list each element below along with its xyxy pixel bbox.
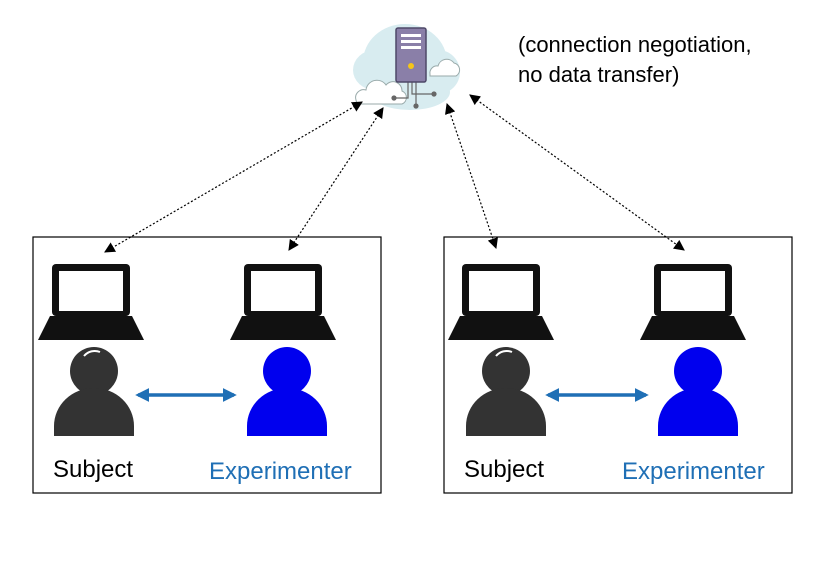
group-box-1 (32, 236, 382, 494)
experimenter-label-1: Experimenter (209, 458, 352, 485)
server-note-line1: (connection negotiation, (518, 32, 752, 57)
small-cloud-right-icon (429, 58, 461, 77)
cloud-server-icon (353, 24, 461, 110)
laptop-icon (640, 264, 746, 340)
laptop-icon (230, 264, 336, 340)
subject-person-icon (466, 347, 546, 436)
server-note-line2: no data transfer) (518, 62, 679, 87)
server-icon (395, 27, 427, 83)
subject-label-1: Subject (53, 456, 133, 483)
experimenter-label-2: Experimenter (622, 458, 765, 485)
connection-arrows (104, 94, 685, 253)
arrow-server-experimenter1 (288, 107, 384, 251)
subject-person-icon (54, 347, 134, 436)
group-box-2 (443, 236, 793, 494)
laptop-icon (448, 264, 554, 340)
laptop-icon (38, 264, 144, 340)
arrow-server-subject2 (445, 102, 498, 250)
experimenter-person-icon (658, 347, 738, 436)
server-wires (391, 80, 437, 109)
arrow-server-experimenter2 (469, 94, 685, 251)
subject-label-2: Subject (464, 456, 544, 483)
arrow-server-subject1 (104, 101, 363, 253)
experimenter-person-icon (247, 347, 327, 436)
